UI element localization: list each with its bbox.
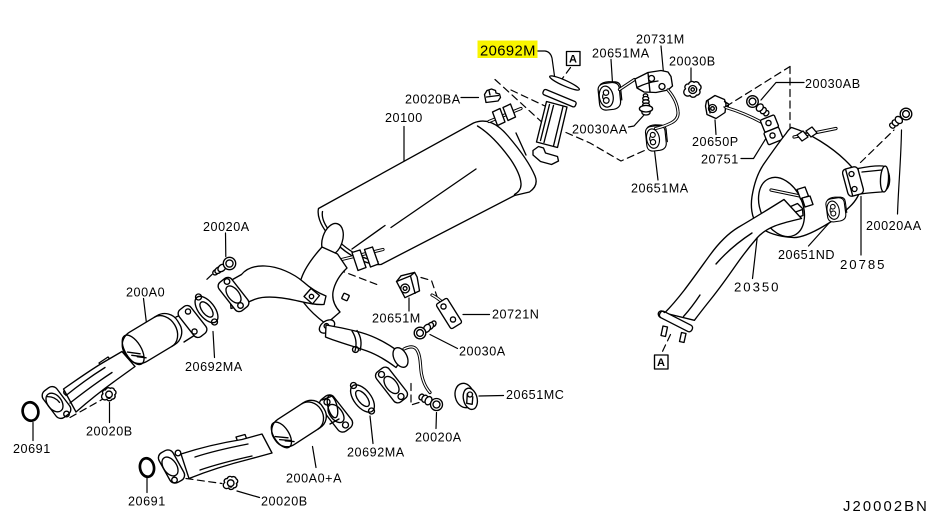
svg-text:J20002BN: J20002BN — [843, 499, 928, 515]
svg-text:20785: 20785 — [840, 257, 886, 272]
svg-text:20030AA: 20030AA — [572, 123, 628, 137]
svg-text:20651M: 20651M — [372, 312, 421, 326]
svg-text:A: A — [657, 357, 665, 369]
svg-text:20691: 20691 — [128, 495, 166, 509]
svg-text:20651ND: 20651ND — [778, 248, 835, 262]
svg-text:20030B: 20030B — [669, 55, 716, 69]
svg-text:20100: 20100 — [385, 111, 423, 125]
svg-text:20020A: 20020A — [203, 220, 250, 234]
svg-text:A: A — [569, 54, 577, 66]
svg-text:20030A: 20030A — [459, 345, 506, 359]
svg-text:20691: 20691 — [13, 442, 51, 456]
svg-text:20651MC: 20651MC — [506, 388, 564, 402]
svg-text:20721N: 20721N — [492, 308, 539, 322]
svg-text:20030AB: 20030AB — [805, 77, 861, 91]
svg-text:20651MA: 20651MA — [592, 47, 650, 61]
svg-text:20651MA: 20651MA — [631, 182, 689, 196]
svg-text:20692MA: 20692MA — [185, 360, 243, 374]
svg-text:20350: 20350 — [734, 280, 780, 295]
svg-text:20020B: 20020B — [86, 425, 133, 439]
svg-text:200A0: 200A0 — [126, 286, 165, 300]
svg-text:20020B: 20020B — [261, 495, 308, 509]
svg-text:20020AA: 20020AA — [866, 219, 922, 233]
svg-text:20020BA: 20020BA — [405, 93, 461, 107]
svg-text:20650P: 20650P — [692, 135, 739, 149]
svg-text:20020A: 20020A — [415, 431, 462, 445]
svg-text:20692MA: 20692MA — [347, 446, 405, 460]
svg-text:20731M: 20731M — [636, 33, 685, 47]
svg-text:20692M: 20692M — [480, 44, 536, 60]
svg-text:20751: 20751 — [701, 153, 739, 167]
svg-text:200A0+A: 200A0+A — [286, 472, 342, 486]
